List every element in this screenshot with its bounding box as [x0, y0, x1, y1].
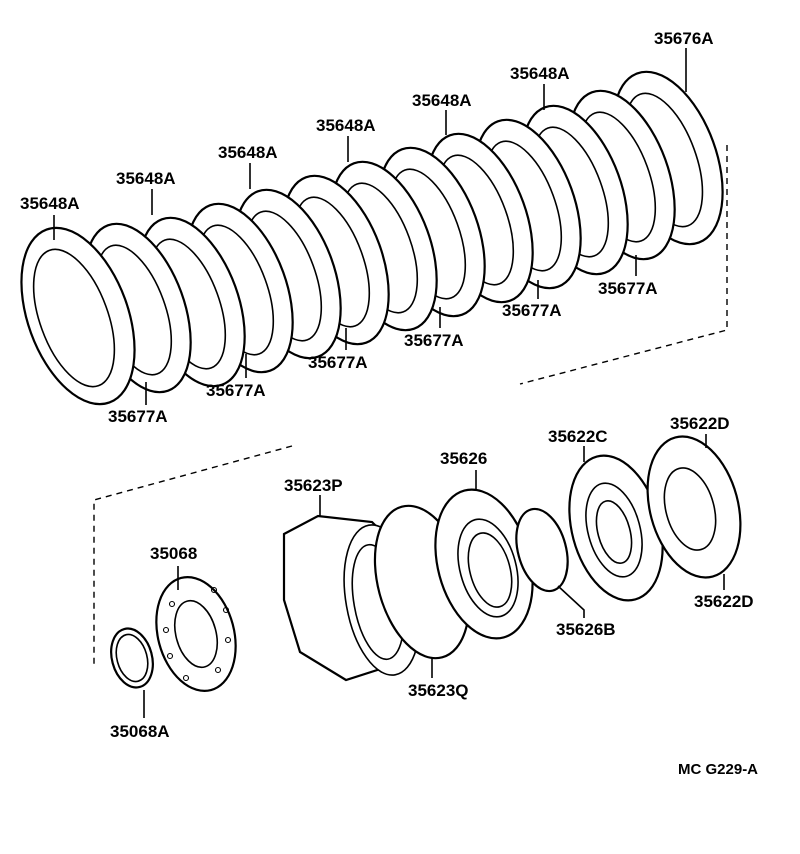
- clutch-leaders: [53, 48, 687, 405]
- label-35622D-bottom: 35622D: [694, 592, 754, 611]
- label-35623P: 35623P: [284, 476, 343, 495]
- snap-ring-35068A: [110, 627, 154, 718]
- label-35677A-6: 35677A: [598, 279, 658, 298]
- label-35677A-3: 35677A: [308, 353, 368, 372]
- label-35648A-6: 35648A: [510, 64, 570, 83]
- spring-retainer-35068: [155, 566, 237, 692]
- label-35626B: 35626B: [556, 620, 616, 639]
- label-35622C: 35622C: [548, 427, 608, 446]
- piston-35622C: [568, 446, 664, 602]
- label-35677A-4: 35677A: [404, 331, 464, 350]
- label-35677A-2: 35677A: [206, 381, 266, 400]
- label-35623Q: 35623Q: [408, 681, 469, 700]
- friction-disc-1: [20, 226, 136, 406]
- part-labels: 35676A 35648A 35648A 35648A 35648A 35648…: [20, 29, 758, 778]
- drawing-code: MC G229-A: [678, 761, 758, 778]
- o-ring-35626B: [515, 507, 585, 618]
- label-35648A-2: 35648A: [116, 169, 176, 188]
- clutch-pack: [20, 70, 728, 406]
- label-35648A-1: 35648A: [20, 194, 80, 213]
- label-35677A-1: 35677A: [108, 407, 168, 426]
- label-35648A-3: 35648A: [218, 143, 278, 162]
- washer-35622D: [646, 434, 742, 590]
- label-35648A-4: 35648A: [316, 116, 376, 135]
- label-35622D-top: 35622D: [670, 414, 730, 433]
- label-35676A: 35676A: [654, 29, 714, 48]
- piston-35626: [434, 470, 534, 640]
- label-35648A-5: 35648A: [412, 91, 472, 110]
- label-35068: 35068: [150, 544, 197, 563]
- label-35626: 35626: [440, 449, 487, 468]
- group-boundary-left: [93, 445, 293, 668]
- label-35677A-5: 35677A: [502, 301, 562, 320]
- label-35068A: 35068A: [110, 722, 170, 741]
